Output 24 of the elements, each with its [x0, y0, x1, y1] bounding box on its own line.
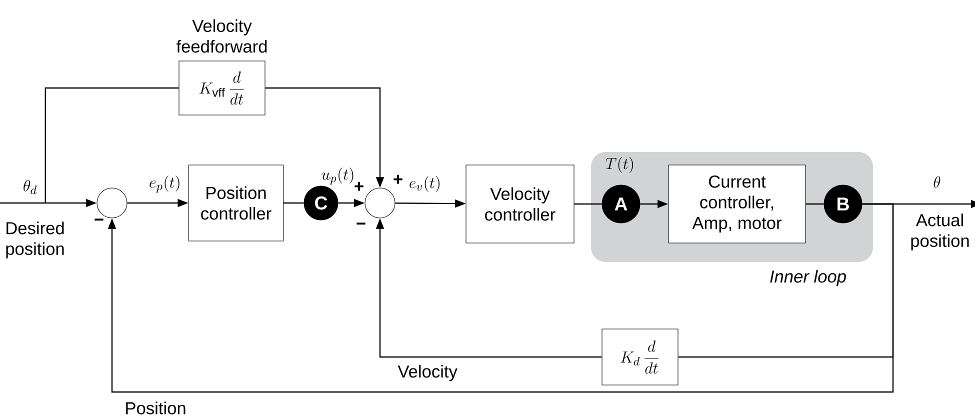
edge-label: $e_p(t)$	[150, 176, 180, 192]
block-box: Position controller	[188, 164, 284, 242]
edge-label: Velocity	[398, 364, 458, 382]
io-label: Actual position	[911, 214, 969, 250]
edge-label: $e_v(t)$	[410, 176, 440, 192]
sign-label: −	[356, 222, 366, 225]
summing-junction	[364, 188, 396, 218]
node-label: Inner loop	[770, 270, 846, 286]
block-box: Current controller, Amp, motor	[668, 164, 806, 244]
block-box: Velocity feedforward $K_{\mathrm{vff}}\,\frac{d}{dt}$	[176, 19, 267, 116]
block-box: $K_d\,\frac{d}{dt}$	[602, 328, 678, 386]
node-label: Velocity feedforward	[176, 19, 267, 53]
io-label: Desired position	[6, 222, 64, 258]
sign-label: −	[94, 218, 104, 221]
edge-label: $\theta$	[934, 176, 940, 188]
summing-junction	[96, 188, 128, 218]
edge-label: Position	[126, 402, 186, 414]
arrow	[108, 203, 894, 393]
node-label: $u_p(t)$	[322, 168, 354, 184]
edge-label: $\theta_d$	[24, 180, 37, 194]
sign-label: +	[394, 174, 402, 184]
sign-label: +	[354, 182, 364, 191]
block-box: Velocity controller	[466, 164, 574, 244]
node-label: $T(t)$	[606, 157, 634, 174]
